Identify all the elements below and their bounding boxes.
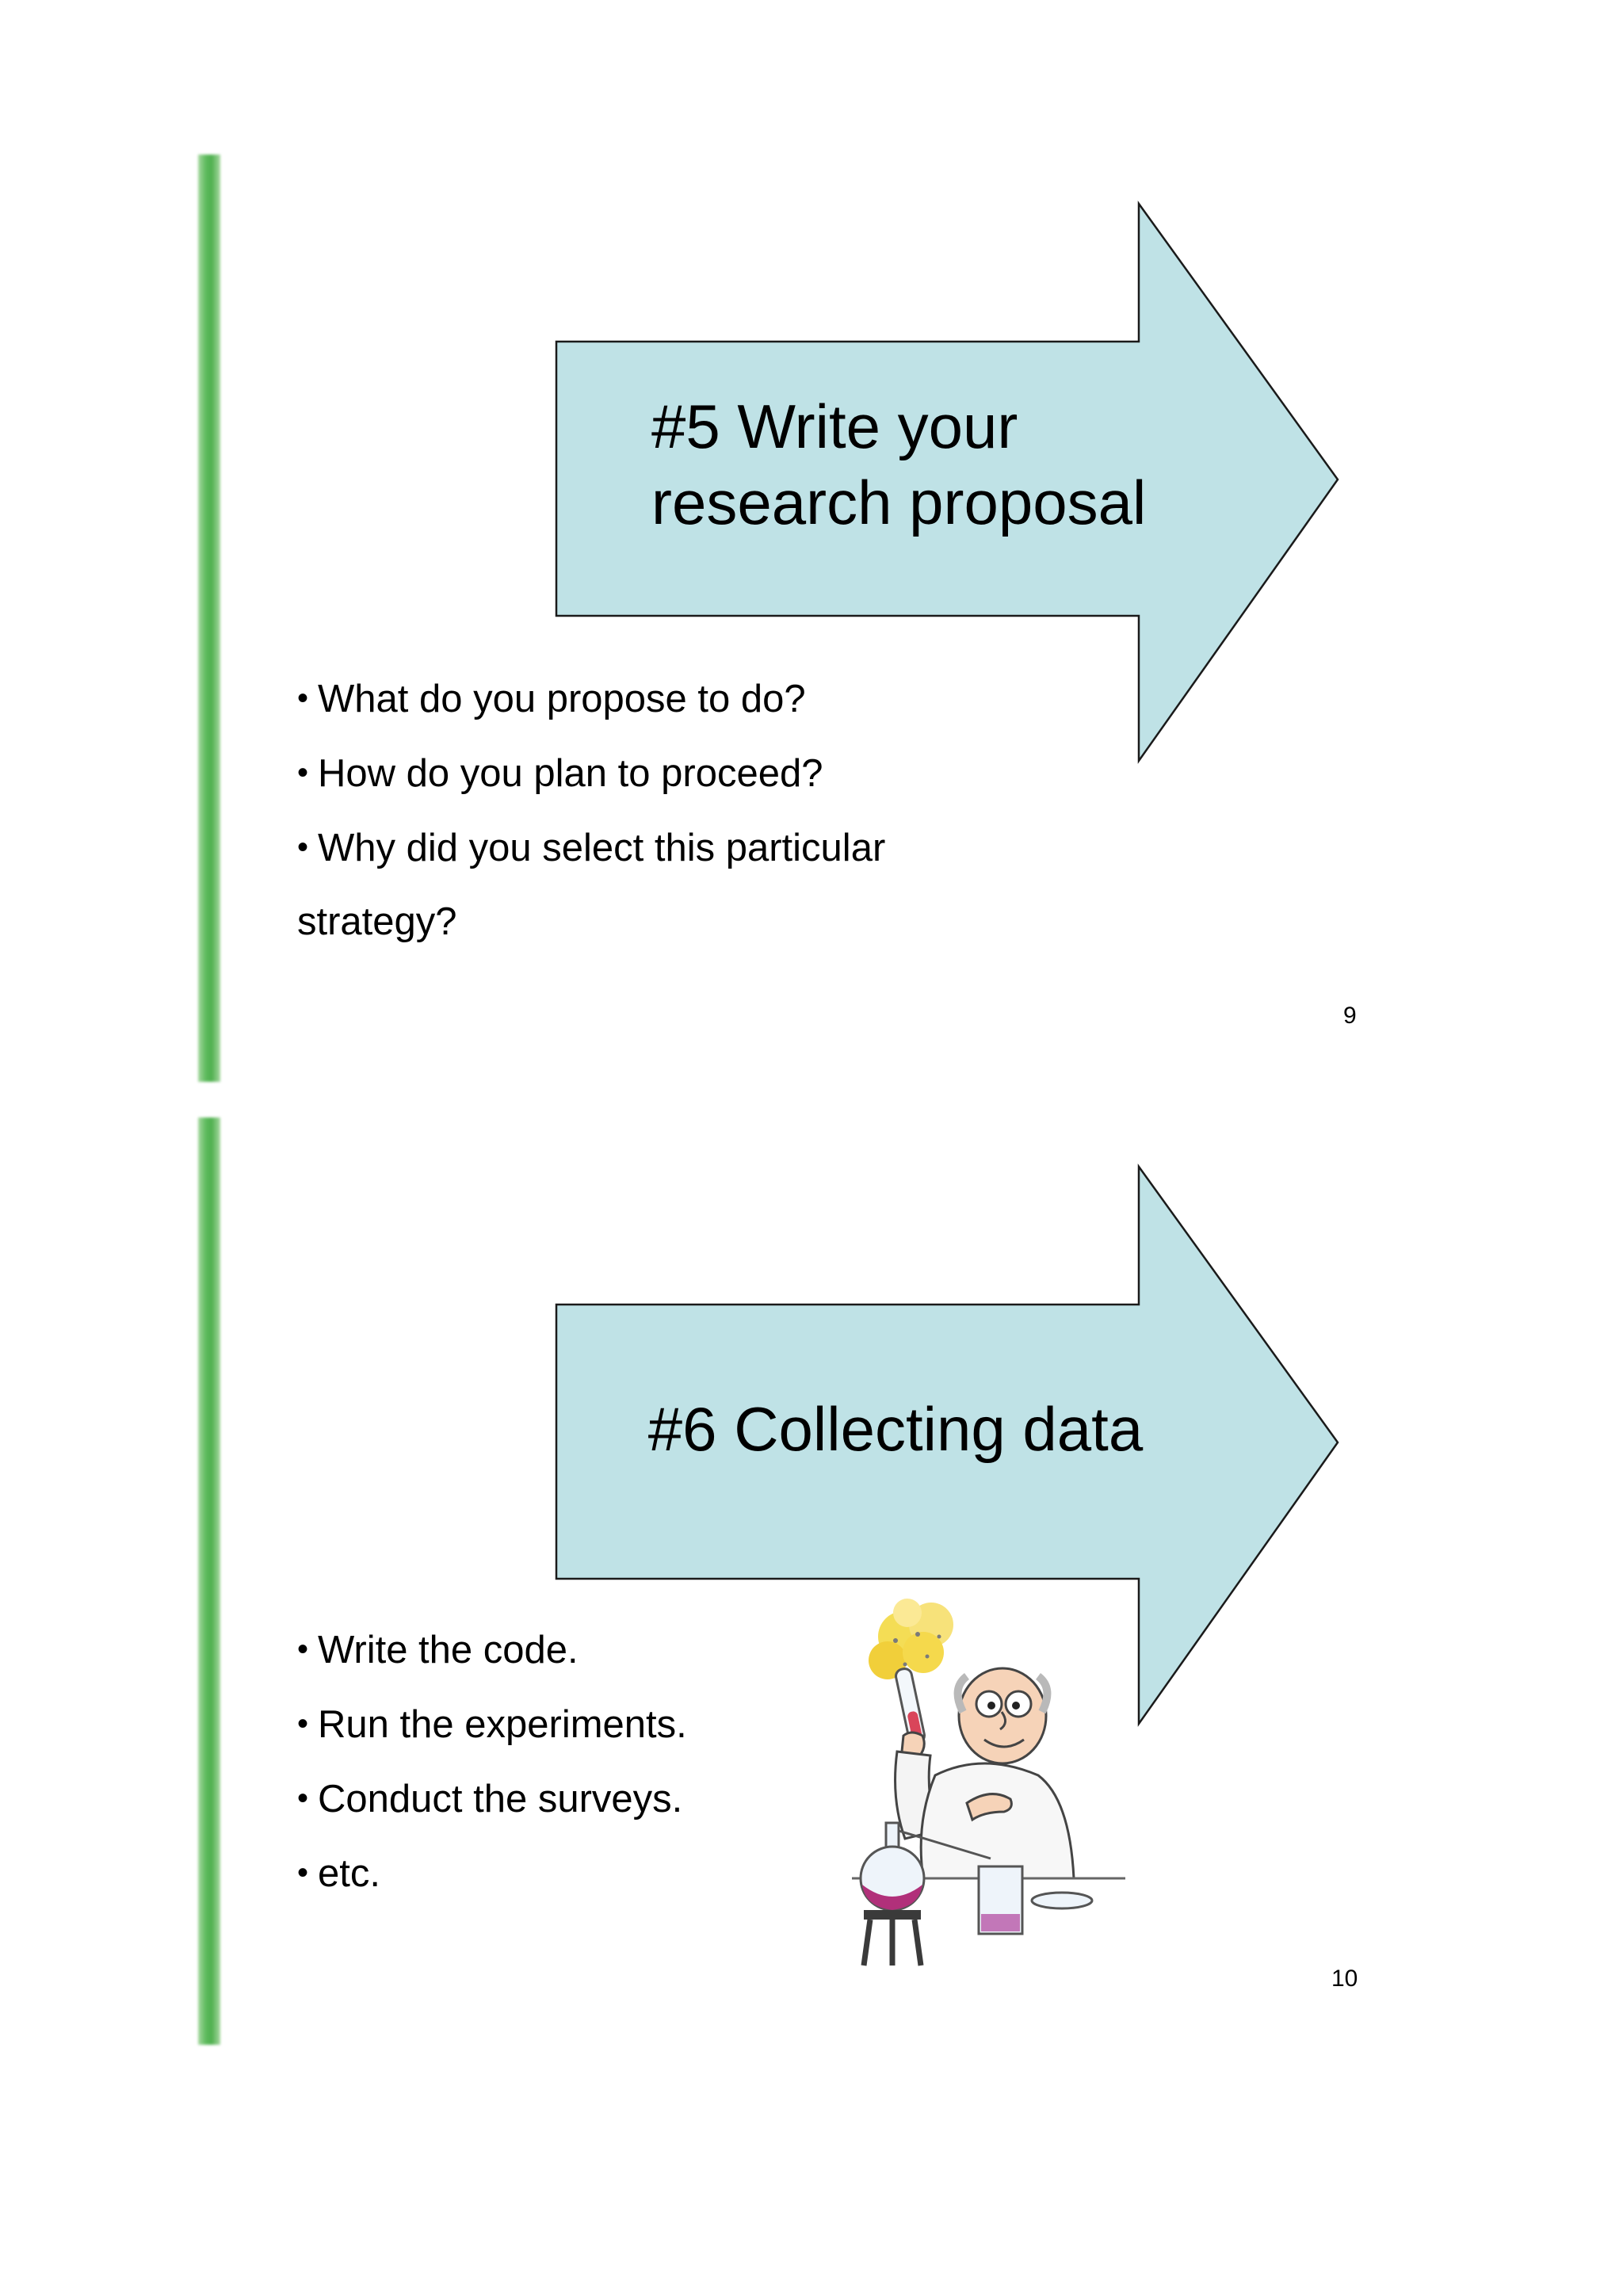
green-accent-bar — [198, 155, 220, 1082]
list-item: •Conduct the surveys. — [297, 1762, 868, 1836]
right-arrow-shape — [555, 201, 1339, 764]
bullet-icon: • — [297, 681, 309, 716]
petri-dish — [1030, 1891, 1094, 1910]
slide-title: #5 Write your research proposal — [651, 388, 1206, 541]
bullet-list: •What do you propose to do? •How do you … — [297, 662, 1010, 959]
title-line-2: research proposal — [651, 468, 1147, 537]
title-line-1: #5 Write your — [651, 392, 1018, 461]
list-item: •Write the code. — [297, 1613, 868, 1687]
list-item: •How do you plan to proceed? — [297, 736, 1010, 811]
list-item-continuation: strategy? — [297, 900, 457, 943]
scientist-head — [953, 1667, 1052, 1765]
green-accent-bar — [198, 1117, 220, 2045]
list-item: •What do you propose to do? — [297, 662, 1010, 736]
slide-9: #5 Write your research proposal •What do… — [0, 155, 1623, 1114]
round-flask — [859, 1821, 991, 1912]
bullet-icon: • — [297, 1632, 309, 1667]
page-number: 9 — [1343, 1003, 1357, 1029]
list-item: •Why did you select this particular — [297, 811, 1010, 885]
explosion-cloud — [869, 1599, 953, 1679]
slide-10: #6 Collecting data •Write the code. •Run… — [0, 1117, 1623, 2076]
slide-title: #6 Collecting data — [647, 1394, 1144, 1464]
beaker — [977, 1865, 1024, 1935]
list-item: •Run the experiments. — [297, 1687, 868, 1762]
bullet-icon: • — [297, 1781, 309, 1816]
list-item: •etc. — [297, 1836, 868, 1911]
bullet-list: •Write the code. •Run the experiments. •… — [297, 1613, 868, 1911]
bullet-icon: • — [297, 755, 309, 790]
bullet-icon: • — [297, 830, 309, 865]
scientist-with-flasks-illustration — [852, 1599, 1125, 1966]
page-number: 10 — [1331, 1966, 1358, 1992]
bullet-icon: • — [297, 1855, 309, 1890]
right-arrow-shape — [555, 1163, 1339, 1727]
bullet-icon: • — [297, 1706, 309, 1741]
flask-stand — [861, 1910, 924, 1966]
